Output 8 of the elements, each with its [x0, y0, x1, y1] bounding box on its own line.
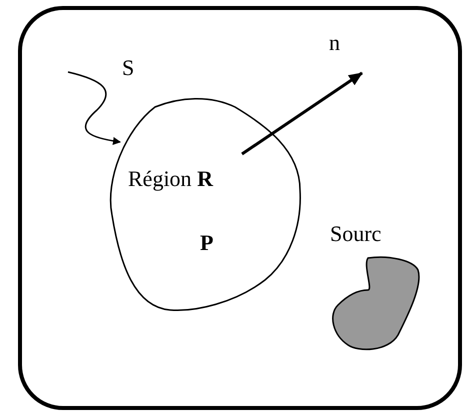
- rounded-frame: [18, 6, 462, 410]
- normal-vector-arrow: [241, 72, 363, 156]
- wavy-arrow: [68, 71, 121, 145]
- point-label: P: [200, 232, 214, 254]
- region-label: Région R: [128, 168, 213, 190]
- symbol-label: S: [122, 57, 134, 79]
- symbol-label: n: [329, 32, 340, 54]
- source-label: Sourc: [330, 223, 382, 245]
